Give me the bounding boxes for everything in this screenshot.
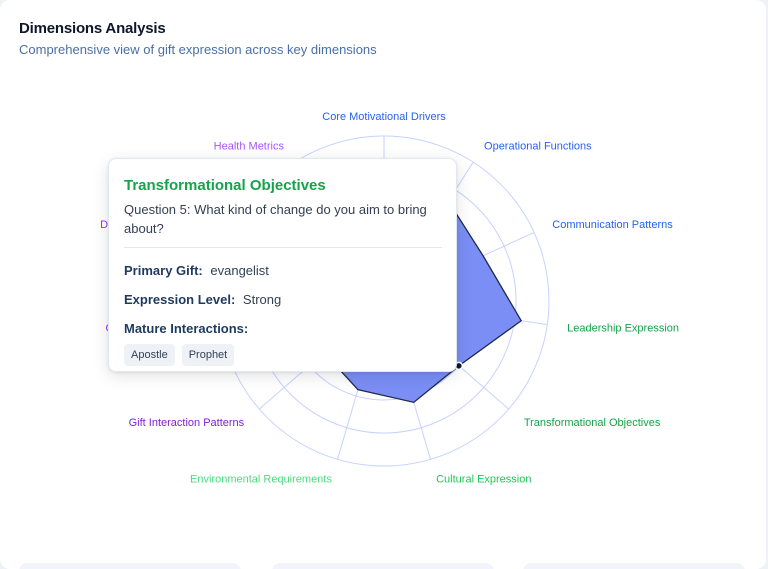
- axis-label-communication-patterns: Communication Patterns: [552, 219, 673, 231]
- axis-label-transformational-objectives: Transformational Objectives: [524, 417, 661, 429]
- primary-gift-value: evangelist: [210, 263, 269, 278]
- interaction-chip-apostle: Apostle: [124, 344, 175, 366]
- expression-level-value: Strong: [242, 292, 282, 307]
- tooltip-title: Transformational Objectives: [124, 177, 326, 194]
- primary-gift-row: Primary Gift: evangelist: [124, 263, 441, 278]
- axis-label-core-motivational-drivers: Core Motivational Drivers: [322, 111, 446, 123]
- expression-level-row: Expression Level: Strong: [124, 292, 441, 307]
- axis-label-cultural-expression: Cultural Expression: [436, 474, 531, 486]
- tooltip-question: Question 5: What kind of change do you a…: [124, 202, 427, 236]
- expression-level-label: Expression Level:: [124, 292, 236, 307]
- summary-card-3: [523, 563, 745, 569]
- axis-label-leadership-expression: Leadership Expression: [567, 322, 679, 334]
- axis-label-environmental-requirements: Environmental Requirements: [190, 474, 332, 486]
- primary-gift-label: Primary Gift:: [124, 263, 203, 278]
- mature-interactions-row: Mature Interactions:: [124, 321, 441, 336]
- summary-card-1: [19, 563, 241, 569]
- summary-card-2: [272, 563, 494, 569]
- axis-label-gift-interaction-patterns: Gift Interaction Patterns: [129, 417, 245, 429]
- interaction-chip-prophet: Prophet: [181, 344, 235, 366]
- axis-label-operational-functions: Operational Functions: [484, 140, 592, 152]
- tooltip-divider: [124, 247, 442, 248]
- mature-interactions-label: Mature Interactions:: [124, 321, 249, 336]
- page-title: Dimensions Analysis: [19, 20, 166, 37]
- dimension-tooltip: Transformational Objectives Question 5: …: [108, 158, 457, 372]
- axis-label-health-metrics: Health Metrics: [214, 140, 285, 152]
- page-subtitle: Comprehensive view of gift expression ac…: [19, 42, 377, 57]
- mature-interactions-list: Apostle Prophet: [124, 344, 441, 366]
